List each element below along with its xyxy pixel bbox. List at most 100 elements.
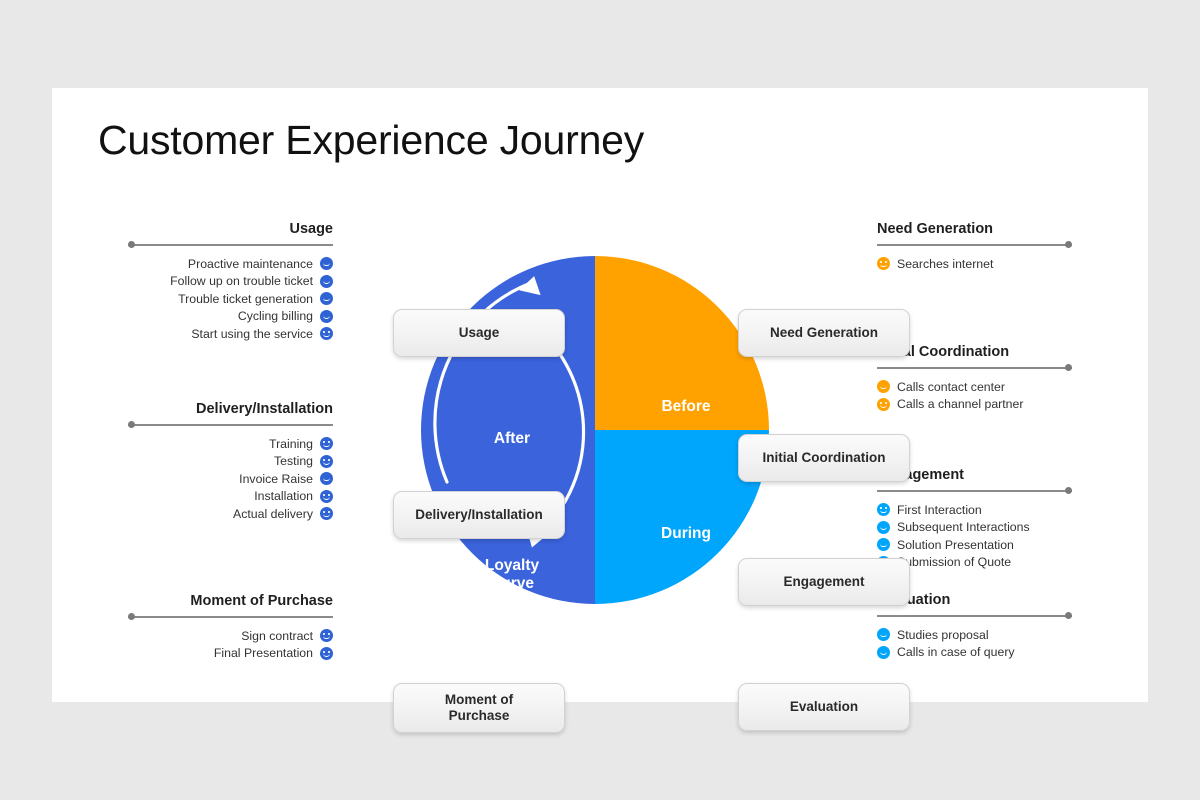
group-heading: Delivery/Installation — [196, 401, 333, 417]
list-item-label: Actual delivery — [233, 506, 313, 521]
neutral-face-icon — [877, 520, 890, 534]
smiley-face-icon — [320, 489, 333, 503]
list-item[interactable]: Studies proposal — [877, 626, 1072, 644]
list-item[interactable]: Solution Presentation — [877, 536, 1072, 554]
list-item-label: Trouble ticket generation — [178, 291, 313, 306]
callout-engagement[interactable]: Engagement — [738, 558, 910, 606]
list-item[interactable]: First Interaction — [877, 501, 1072, 519]
rule-dot — [1065, 364, 1072, 371]
list-item[interactable]: Trouble ticket generation — [128, 290, 333, 308]
list-item[interactable]: Invoice Raise — [128, 470, 333, 488]
rule-dot — [128, 421, 135, 428]
rule-line — [128, 616, 333, 618]
neutral-face-icon — [320, 309, 333, 323]
smiley-face-icon — [320, 454, 333, 468]
neutral-face-icon — [877, 538, 890, 552]
rule-line — [877, 615, 1072, 617]
list-item-label: Calls contact center — [897, 379, 1005, 394]
arrow-after-path — [433, 281, 533, 484]
list-item-label: Training — [269, 436, 313, 451]
list-item[interactable]: Testing — [128, 453, 333, 471]
group-rule — [128, 240, 333, 250]
group-heading: Usage — [289, 221, 333, 237]
callout-moment[interactable]: Moment of Purchase — [393, 683, 565, 733]
list-item[interactable]: Final Presentation — [128, 645, 333, 663]
segment-during — [595, 430, 769, 604]
group-rule — [877, 486, 1072, 496]
rule-line — [877, 367, 1072, 369]
callout-usage[interactable]: Usage — [393, 309, 565, 357]
rule-dot — [1065, 487, 1072, 494]
smiley-face-icon — [877, 257, 890, 271]
outer-arc-left — [409, 244, 596, 616]
group-rule — [128, 612, 333, 622]
neutral-face-icon — [877, 380, 890, 394]
list-item-label: First Interaction — [897, 502, 982, 517]
callout-need[interactable]: Need Generation — [738, 309, 910, 357]
list-item-label: Cycling billing — [237, 309, 313, 324]
list-item-label: Proactive maintenance — [187, 256, 313, 271]
list-item[interactable]: Follow up on trouble ticket — [128, 273, 333, 291]
list-item[interactable]: Calls a channel partner — [877, 396, 1072, 414]
group-rule — [128, 420, 333, 430]
list-item[interactable]: Installation — [128, 488, 333, 506]
smiley-face-icon — [877, 503, 890, 517]
group-rule — [877, 240, 1072, 250]
neutral-face-icon — [320, 472, 333, 486]
list-item[interactable]: Training — [128, 435, 333, 453]
group-heading: Initial Coordination — [877, 344, 1010, 360]
callout-delivery[interactable]: Delivery/Installation — [393, 491, 565, 539]
list-item-label: Sign contract — [241, 628, 313, 643]
segment-before — [595, 256, 769, 430]
list-item[interactable]: Sign contract — [128, 627, 333, 645]
group-item-list: Searches internet — [877, 255, 1072, 273]
page-title: Customer Experience Journey — [98, 117, 645, 163]
list-item[interactable]: Proactive maintenance — [128, 255, 333, 273]
group-rule — [877, 363, 1072, 373]
rule-line — [877, 244, 1072, 246]
rule-dot — [1065, 612, 1072, 619]
list-item[interactable]: Start using the service — [128, 325, 333, 343]
group-heading: Need Generation — [877, 221, 994, 237]
list-item-label: Final Presentation — [213, 646, 313, 661]
list-item-label: Submission of Quote — [897, 555, 1012, 570]
slide-canvas: Customer Experience Journey Before Durin… — [52, 88, 1148, 733]
smiley-face-icon — [877, 397, 890, 411]
list-item-label: Solution Presentation — [897, 537, 1014, 552]
callout-evaluation[interactable]: Evaluation — [738, 683, 910, 731]
wheel-label-after: After — [493, 430, 531, 447]
wheel-label-loyalty: Loyalty Curve — [484, 557, 540, 593]
list-item[interactable]: Calls in case of query — [877, 644, 1072, 662]
list-item[interactable]: Calls contact center — [877, 378, 1072, 396]
neutral-face-icon — [320, 292, 333, 306]
rule-dot — [1065, 241, 1072, 248]
list-item[interactable]: Cycling billing — [128, 308, 333, 326]
neutral-face-icon — [877, 628, 890, 642]
outer-arc-right — [594, 238, 787, 622]
smiley-face-icon — [320, 629, 333, 643]
rule-line — [877, 490, 1072, 492]
list-item-label: Searches internet — [897, 256, 994, 271]
rule-line — [128, 244, 333, 246]
wheel-label-before: Before — [661, 398, 711, 415]
rule-line — [128, 424, 333, 426]
neutral-face-icon — [320, 274, 333, 288]
callout-initial[interactable]: Initial Coordination — [738, 434, 910, 482]
list-item-label: Subsequent Interactions — [897, 520, 1030, 535]
smiley-face-icon — [320, 507, 333, 521]
list-item[interactable]: Subsequent Interactions — [877, 519, 1072, 537]
list-item[interactable]: Searches internet — [877, 255, 1072, 273]
list-item-label: Start using the service — [191, 326, 313, 341]
group-rule — [877, 611, 1072, 621]
list-item-label: Follow up on trouble ticket — [170, 274, 313, 289]
list-item[interactable]: Actual delivery — [128, 505, 333, 523]
